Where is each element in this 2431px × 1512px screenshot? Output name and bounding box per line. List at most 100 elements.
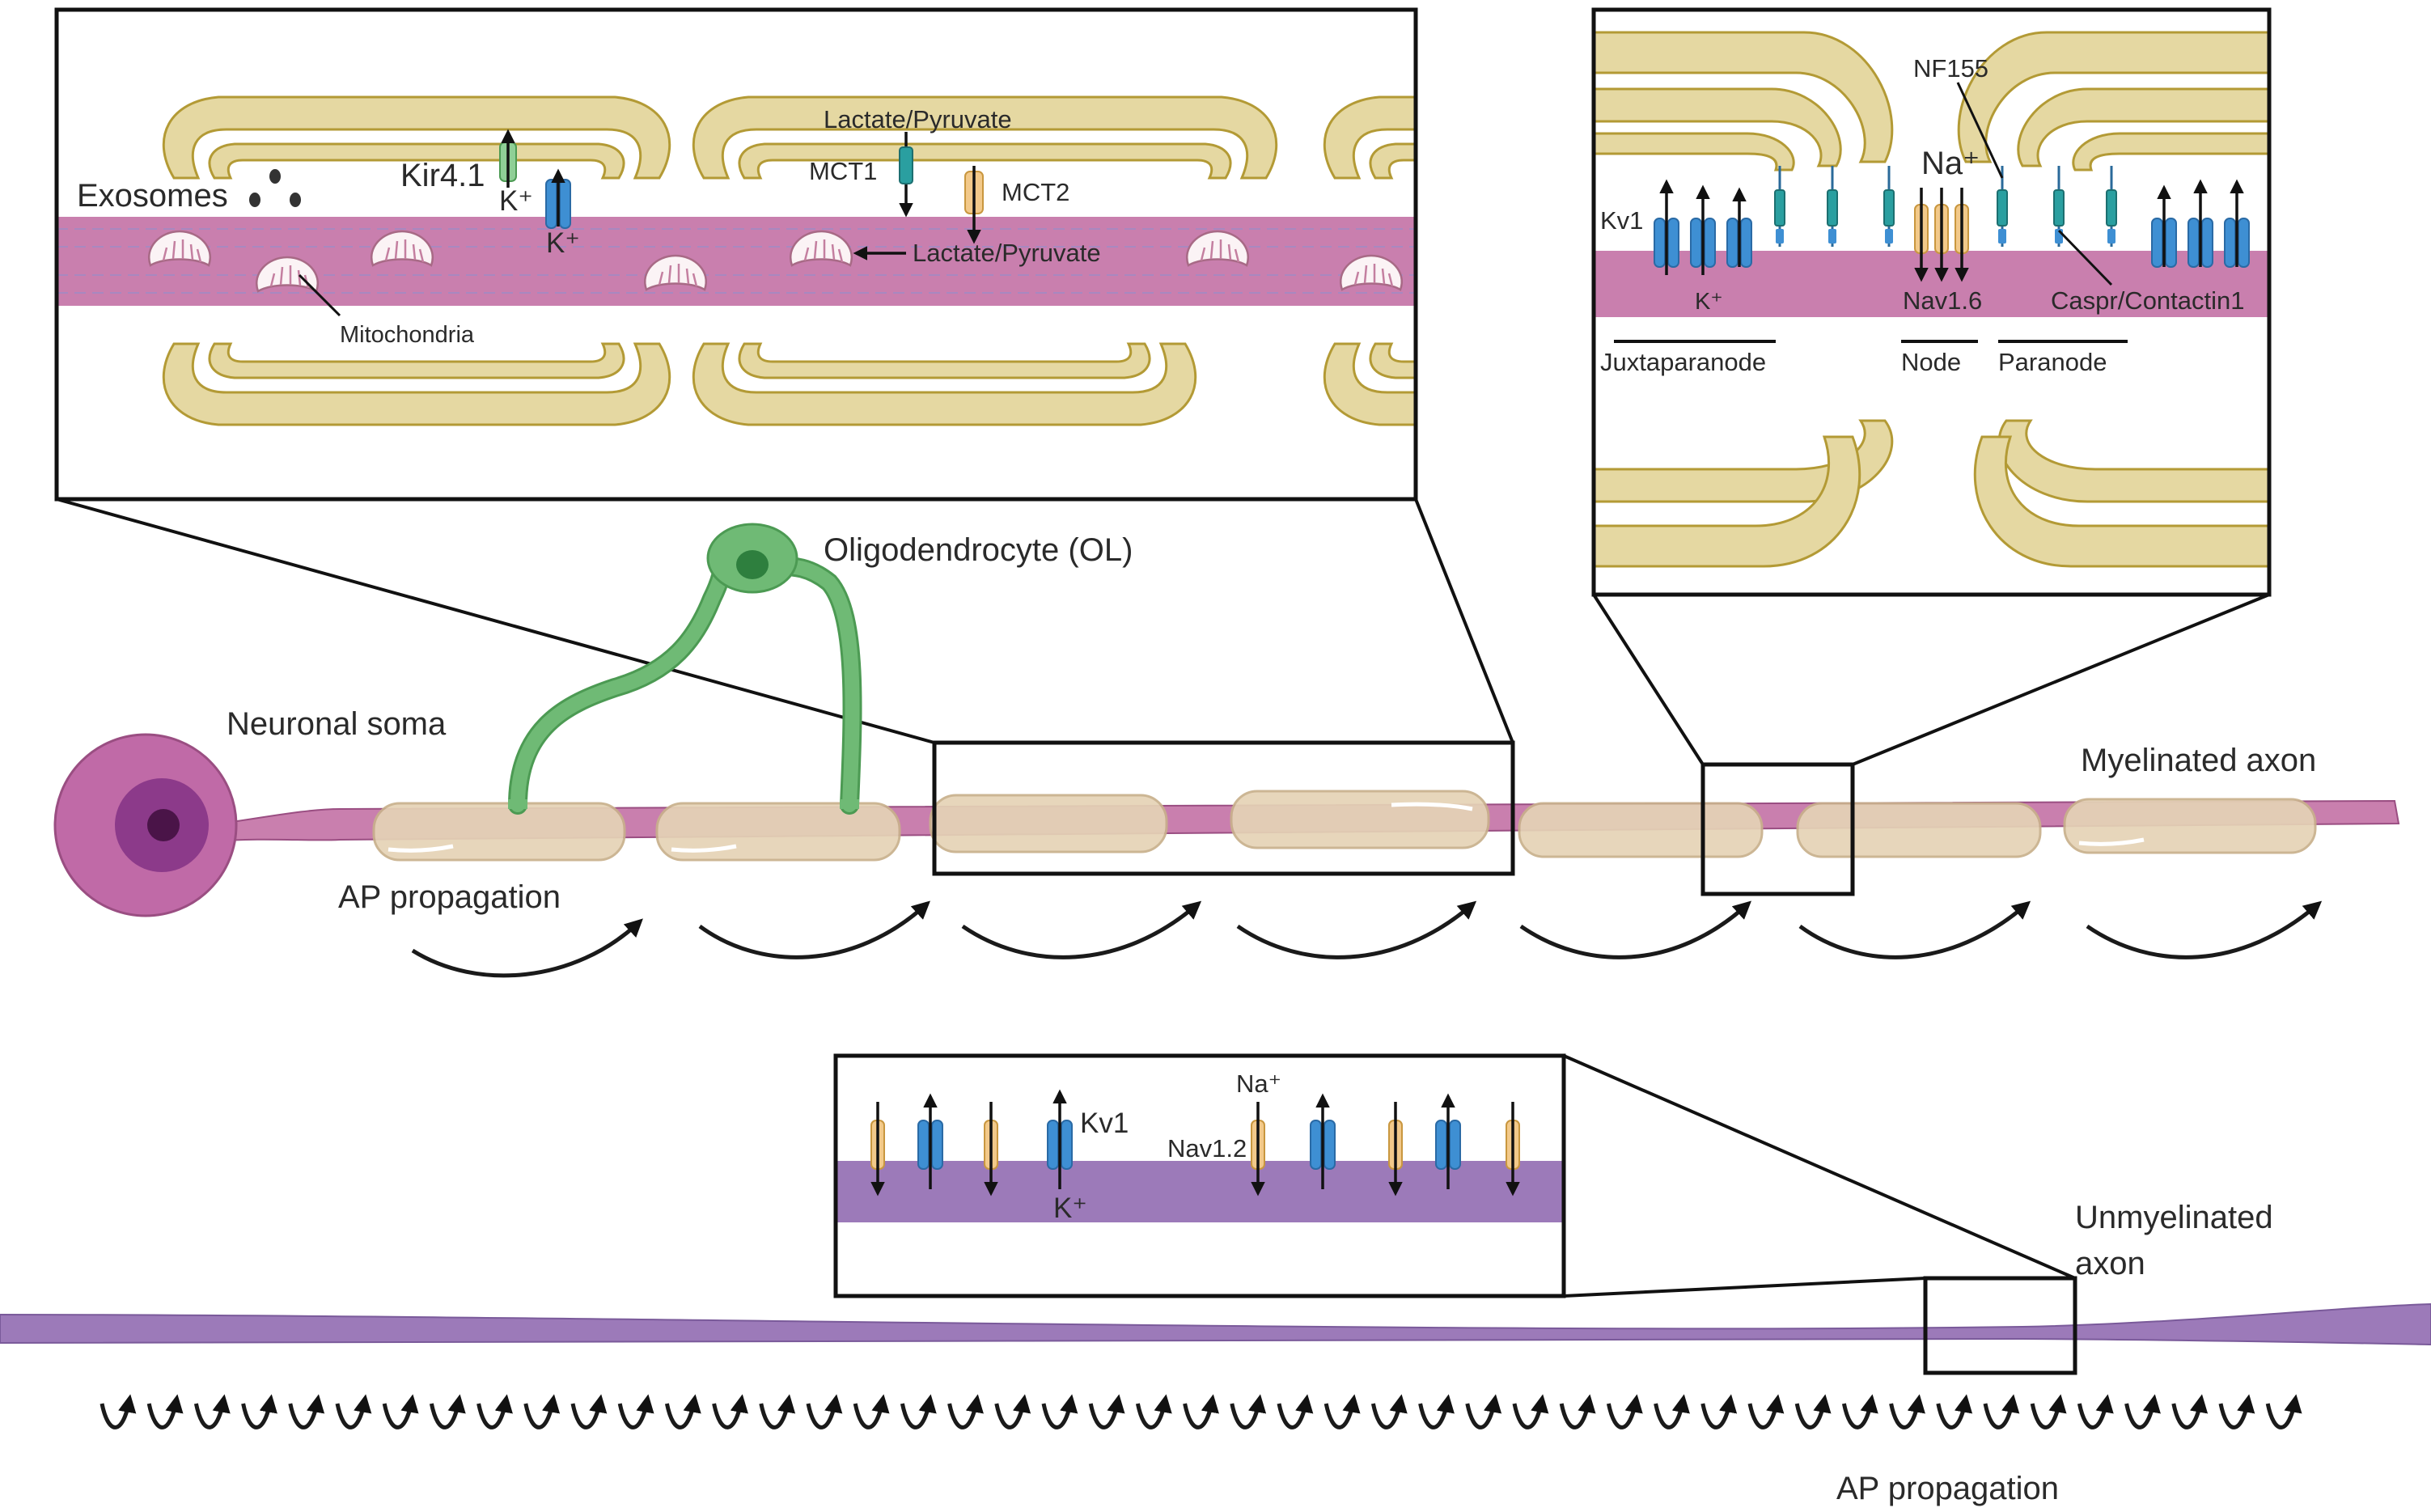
propagation-arrow-icon [146, 1394, 184, 1429]
propagation-arrow-icon [712, 1394, 748, 1429]
propagation-arrow-icon [853, 1394, 890, 1429]
myelin-wrap-top-1 [162, 95, 671, 180]
node-inset-panel: Kv1 K⁺ Na⁺ Nav1.6 NF155 Caspr/Contactin1… [1591, 7, 2272, 597]
continuous-propagation-arrows [100, 1394, 2302, 1429]
propagation-arrow-icon [617, 1394, 654, 1429]
propagation-arrow-icon [1088, 1394, 1125, 1429]
propagation-arrow-icon [335, 1394, 372, 1429]
k-plus-label-2: K⁺ [546, 227, 580, 259]
unmyelinated-zoom-box [1923, 1276, 2077, 1375]
node-label: Node [1901, 348, 1961, 376]
nav16-label: Nav1.6 [1903, 286, 1982, 315]
propagation-arrow-icon [429, 1394, 466, 1429]
propagation-arrow-icon [1889, 1394, 1925, 1429]
propagation-arrow-icon [1370, 1394, 1408, 1429]
caspr-contactin-icon [2105, 164, 2118, 248]
propagation-arrow-icon [1323, 1394, 1361, 1429]
lactate-pyruvate-mid-label: Lactate/Pyruvate [913, 239, 1101, 267]
exosome-icon [249, 169, 301, 207]
nucleolus [147, 809, 180, 841]
myelin-inset-panel: Exosomes Kir4.1 K⁺ K⁺ Lactate/Pyruvate M… [54, 7, 1418, 502]
propagation-arrow-icon [382, 1394, 419, 1429]
unmyelinated-axon-label-line2: axon [2075, 1246, 2145, 1281]
propagation-arrow-icon [100, 1394, 137, 1429]
mitochondria-label: Mitochondria [340, 322, 475, 348]
propagation-arrow-icon [570, 1394, 608, 1429]
mct1-channel [899, 146, 913, 184]
myelin-wrap-bottom-1 [162, 342, 671, 426]
unmyelinated-neuron: Unmyelinated axon AP propagation [0, 1200, 2431, 1506]
propagation-arrow-icon [288, 1394, 325, 1429]
myelin-wrap-bottom-2 [692, 342, 1197, 426]
myelin-wrap-top-2 [692, 95, 1278, 180]
oligodendrocyte-label: Oligodendrocyte (OL) [824, 532, 1133, 568]
propagation-arrow-icon [994, 1394, 1031, 1429]
na-plus-label: Na⁺ [1921, 146, 1980, 181]
propagation-arrow-icon [523, 1394, 561, 1429]
propagation-arrow-icon [1983, 1394, 2020, 1429]
propagation-arrow-icon [1606, 1394, 1643, 1429]
node-inset-frame [1591, 7, 2272, 597]
propagation-arrow-icon [1512, 1394, 1549, 1429]
propagation-arrow-icon [1183, 1394, 1219, 1429]
propagation-arrow-icon [476, 1394, 513, 1429]
propagation-arrow-icon [1654, 1394, 1690, 1429]
myelin-wrap-bottom-3 [1323, 342, 1416, 426]
caspr-label: Caspr/Contactin1 [2051, 286, 2245, 315]
propagation-arrow-icon [1841, 1394, 1878, 1429]
k-plus-label-1: K⁺ [499, 185, 533, 217]
kv1-label: Kv1 [1600, 206, 1643, 235]
exosomes-label: Exosomes [77, 178, 228, 214]
propagation-arrow-icon [1700, 1394, 1738, 1429]
propagation-arrow-icon [1936, 1394, 1973, 1429]
myelinated-axon-label: Myelinated axon [2081, 743, 2316, 778]
propagation-arrow-icon [2077, 1394, 2114, 1429]
neuronal-soma-label: Neuronal soma [227, 706, 447, 742]
propagation-arrow-icon [806, 1394, 843, 1429]
k-plus-node-label: K⁺ [1695, 289, 1723, 315]
propagation-arrow-icon [1277, 1394, 1314, 1429]
ap-propagation-top-label: AP propagation [338, 879, 561, 915]
propagation-arrow-icon [241, 1394, 277, 1429]
propagation-arrow-icon [947, 1394, 984, 1429]
propagation-arrow-icon [900, 1394, 937, 1429]
nf155-label: NF155 [1913, 54, 1988, 83]
unmyelinated-inset-frame [833, 1053, 1566, 1298]
propagation-arrow-icon [1041, 1394, 1078, 1429]
propagation-arrow-icon [193, 1394, 231, 1429]
propagation-arrow-icon [1230, 1394, 1267, 1429]
propagation-arrow-icon [2218, 1394, 2255, 1429]
myelin-zoom-box [932, 740, 1515, 876]
propagation-arrow-icon [2265, 1394, 2302, 1429]
ap-propagation-bottom-label: AP propagation [1836, 1471, 2059, 1506]
k-plus-unmyel-label: K⁺ [1053, 1192, 1087, 1224]
myelin-segments [372, 790, 2317, 862]
kir41-label: Kir4.1 [400, 158, 485, 193]
saltatory-propagation-arrows [411, 900, 2323, 978]
unmyelinated-axon-band [836, 1161, 1564, 1222]
propagation-arrow-icon [1418, 1394, 1455, 1429]
propagation-arrow-icon [1559, 1394, 1596, 1429]
propagation-arrow-icon [1465, 1394, 1502, 1429]
propagation-arrow-icon [2124, 1394, 2161, 1429]
propagation-arrow-icon [2030, 1394, 2067, 1429]
myelinated-neuron: Oligodendrocyte (OL) Neuronal soma Myeli… [53, 523, 2400, 978]
propagation-arrow-icon [1135, 1394, 1172, 1429]
unmyelinated-inset-panel: Kv1 K⁺ Na⁺ Nav1.2 [833, 1053, 1566, 1298]
node-zoom-box [1700, 762, 1855, 896]
propagation-arrow-icon [1747, 1394, 1785, 1429]
na-plus-unmyel-label: Na⁺ [1236, 1069, 1281, 1098]
myelin-wrap-top-3 [1323, 95, 1416, 180]
mct2-label: MCT2 [1002, 178, 1069, 206]
nav12-label: Nav1.2 [1167, 1134, 1247, 1163]
unmyelinated-axon-shaft [0, 1302, 2431, 1346]
myelin-inset-frame [54, 7, 1418, 502]
caspr-contactin-icon [1773, 164, 1786, 248]
mct1-label: MCT1 [809, 157, 877, 185]
paranode-label: Paranode [1998, 348, 2107, 376]
caspr-contactin-icon [1826, 164, 1839, 248]
lactate-pyruvate-top-label: Lactate/Pyruvate [824, 105, 1012, 133]
caspr-contactin-icon [1883, 164, 1895, 248]
propagation-arrow-icon [1794, 1394, 1832, 1429]
